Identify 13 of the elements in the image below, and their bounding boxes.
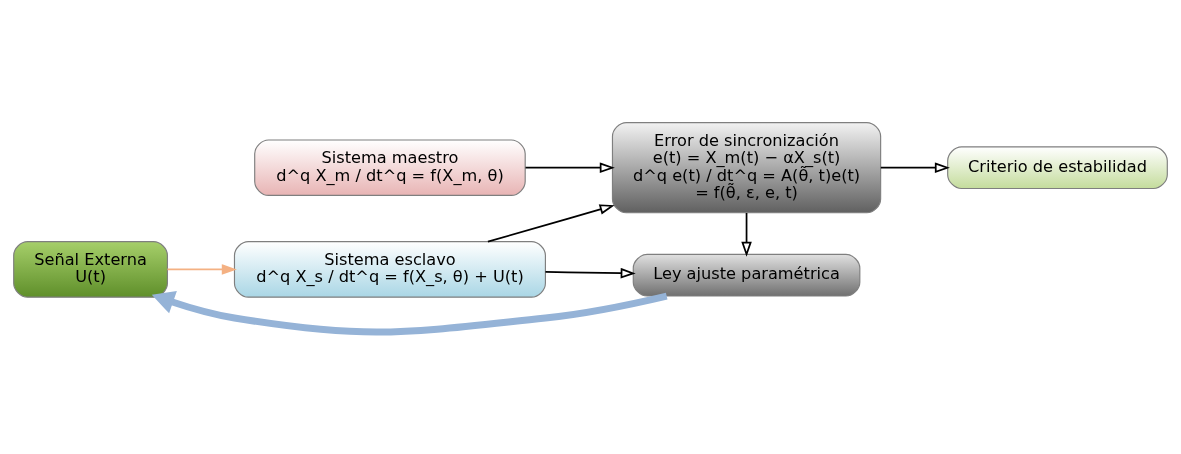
node-box: Señal Externa U(t) <box>13 240 168 298</box>
node-box: Criterio de estabilidad <box>947 145 1168 189</box>
arrow <box>741 211 752 257</box>
node-box: Sistema maestro d^q X_m / dt^q = f(X_m, θ) <box>254 138 526 196</box>
arrow <box>524 161 615 173</box>
node-box: Ley ajuste paramétrica <box>632 253 861 297</box>
arrow <box>151 290 668 335</box>
arrow <box>166 263 237 275</box>
arrow <box>544 267 636 278</box>
node-box: Sistema esclavo d^q X_s / dt^q = f(X_s, θ) + U(t) <box>233 240 546 298</box>
node-box: Error de sincronización e(t) = X_m(t) − αX_s(t) d^q e(t) / dt^q = A(θ̃, t)e(t) = f(θ̃, ε, e, t) <box>611 121 882 213</box>
arrow <box>879 161 950 173</box>
arrow <box>487 203 615 242</box>
